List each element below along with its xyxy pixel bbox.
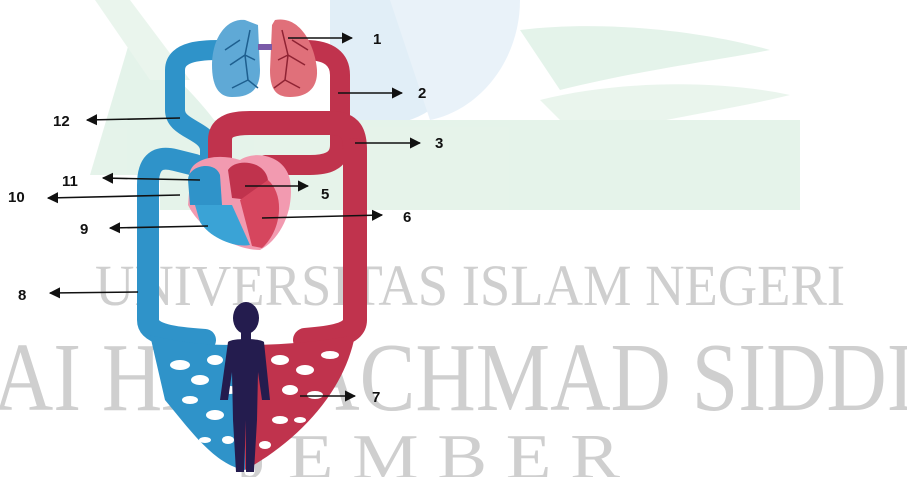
heart <box>188 155 291 250</box>
right-atrium <box>188 166 222 205</box>
label-2: 2 <box>418 85 426 102</box>
watermark-text: UNIVERSITAS ISLAM NEGERI IAI HAJI ACHMAD… <box>0 253 907 477</box>
arrow-9 <box>110 226 208 228</box>
label-6: 6 <box>403 209 411 226</box>
label-10: 10 <box>8 189 25 206</box>
label-3: 3 <box>435 135 443 152</box>
watermark-line2: IAI HAJI ACHMAD SIDDIQ <box>0 324 907 432</box>
label-11: 11 <box>62 173 78 190</box>
label-1: 1 <box>373 31 381 48</box>
label-9: 9 <box>80 221 88 238</box>
lungs <box>212 19 317 97</box>
arrow-8 <box>50 292 138 293</box>
label-8: 8 <box>18 287 26 304</box>
label-7: 7 <box>372 389 380 406</box>
watermark-line1: UNIVERSITAS ISLAM NEGERI <box>95 253 845 318</box>
label-12: 12 <box>53 113 70 130</box>
label-5: 5 <box>321 186 329 203</box>
